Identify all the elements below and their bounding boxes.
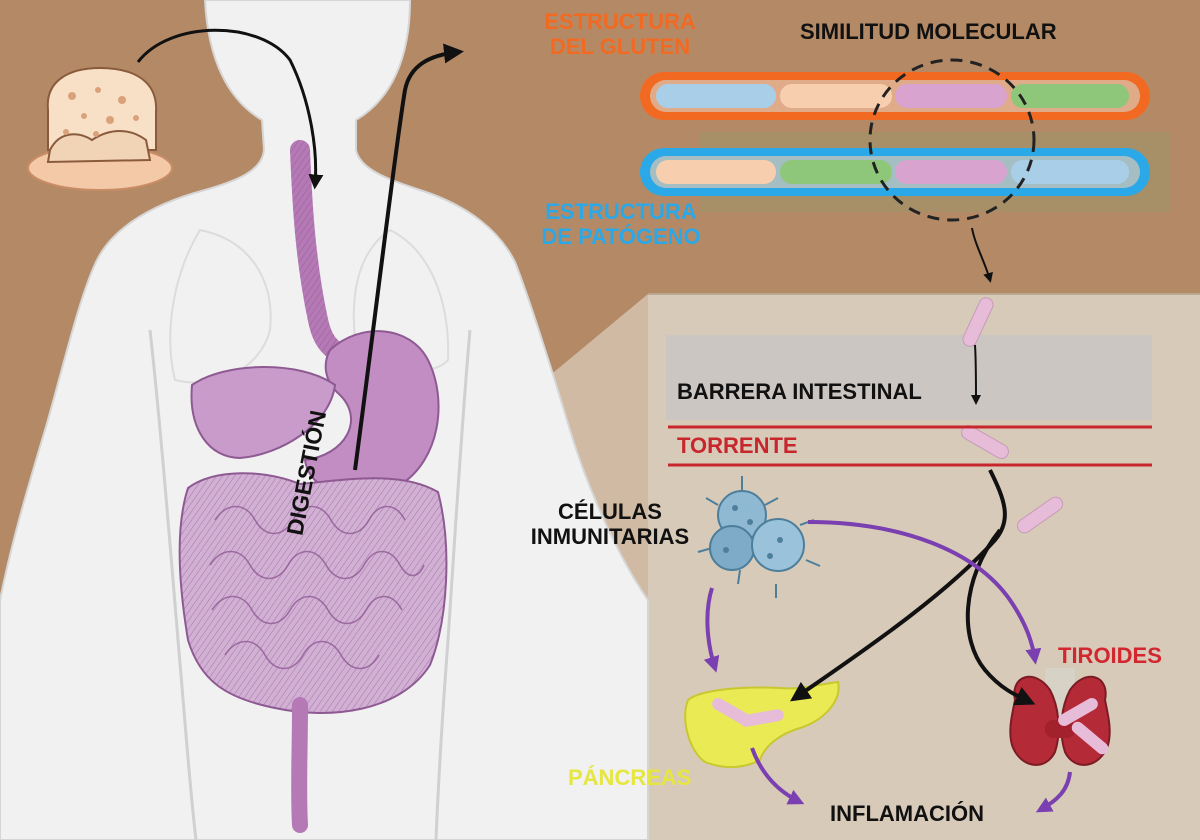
thyroid-to-inflammation-arrow [1035,771,1072,813]
inflammation-label: INFLAMACIÓN [830,801,984,826]
similarity-highlight-circle [868,58,1036,222]
virus-cluster-icon [697,476,821,598]
left-arm-edge [148,329,198,840]
ingestion-arrow [136,28,324,190]
molecular-similarity-label: SIMILITUD MOLECULAR [800,19,1057,44]
gluten-strand [640,72,1150,120]
liver [190,366,337,460]
digestion-arrow [353,43,464,471]
immune-cells-label: CÉLULAS INMUNITARIAS [530,499,690,549]
body-silhouette [0,0,649,840]
peptide-fragments [961,297,1064,534]
gluten-structure-label: ESTRUCTURA DEL GLUTEN [544,9,696,59]
bloodstream-to-pancreas-arrow [790,469,1007,702]
immune-to-pancreas-arrow [703,587,720,673]
intestinal-barrier-band [666,335,1152,420]
pathogen-strand [640,132,1170,212]
pancreas-label: PÁNCREAS [568,765,692,790]
barrier-crossing-arrow [970,344,981,405]
immune-to-thyroid-arrow [807,520,1042,665]
pancreas-organ-icon [684,680,840,768]
digestive-system [178,140,448,833]
pancreas-to-inflammation-arrow [750,747,805,805]
bread-icon [27,66,173,191]
rectum [291,697,308,833]
intestinal-barrier-label: BARRERA INTESTINAL [677,379,922,404]
pathogen-structure-label: ESTRUCTURA DE PATÓGENO [541,199,701,249]
thyroid-label: TIROIDES [1058,643,1162,668]
similarity-arrow [971,227,993,283]
right-arm-edge [434,329,472,840]
bloodstream-label: TORRENTE [677,433,798,458]
